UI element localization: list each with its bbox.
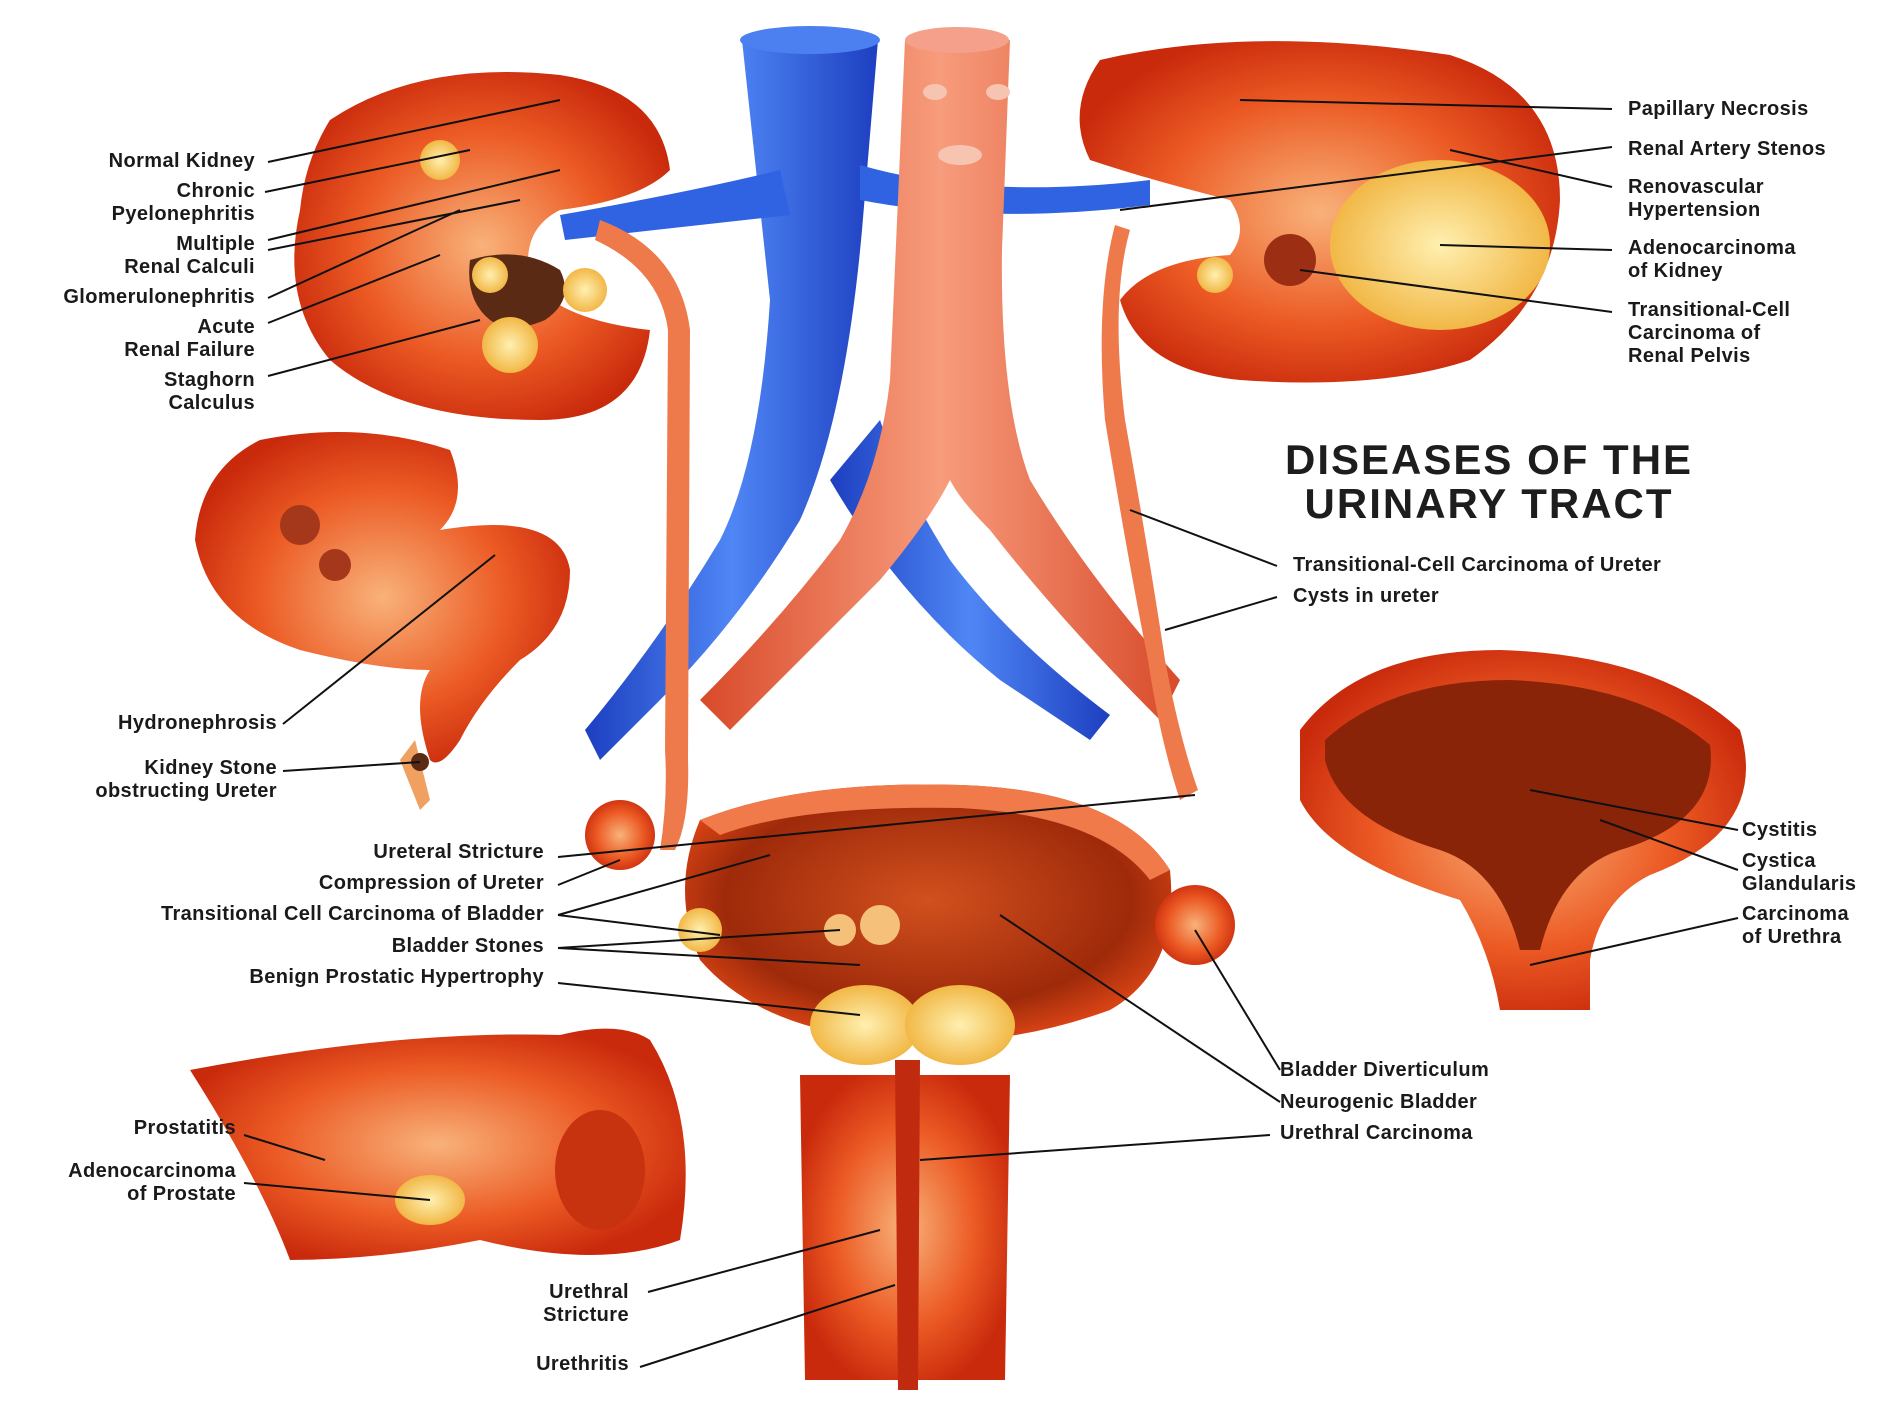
label-bladder-diverticulum: Bladder Diverticulum [1280,1059,1489,1082]
label-bladder-stones: Bladder Stones [392,935,544,958]
left-ureter [595,220,690,850]
label-glomerulonephritis: Glomerulonephritis [63,286,255,309]
diagram-title: DISEASES OF THE URINARY TRACT [1285,438,1693,526]
label-hydronephrosis: Hydronephrosis [118,712,277,735]
prostate-urethra [800,985,1015,1390]
label-tcc-bladder: Transitional Cell Carcinoma of Bladder [161,903,544,926]
hydronephrosis-kidney [195,432,570,810]
label-prostatitis: Prostatitis [134,1117,236,1140]
label-urethral-carcinoma: Urethral Carcinoma [1280,1122,1473,1145]
title-line-1: DISEASES OF THE [1285,438,1693,482]
label-cysts-in-ureter: Cysts in ureter [1293,585,1439,608]
prostate-cross-section [190,1029,686,1260]
label-ureteral-stricture: Ureteral Stricture [373,841,544,864]
label-urethritis: Urethritis [536,1353,629,1376]
label-renal-artery-stenosis: Renal Artery Stenos [1628,138,1826,161]
title-line-2: URINARY TRACT [1285,482,1693,526]
bladder-cross-section [1300,650,1746,1010]
label-cystitis: Cystitis [1742,819,1817,842]
label-bph: Benign Prostatic Hypertrophy [249,966,544,989]
label-normal-kidney: Normal Kidney [109,150,255,173]
right-kidney [1080,41,1560,382]
label-tcc-ureter: Transitional-Cell Carcinoma of Ureter [1293,554,1661,577]
label-papillary-necrosis: Papillary Necrosis [1628,98,1809,121]
label-neurogenic-bladder: Neurogenic Bladder [1280,1091,1477,1114]
label-compression-of-ureter: Compression of Ureter [319,872,544,895]
